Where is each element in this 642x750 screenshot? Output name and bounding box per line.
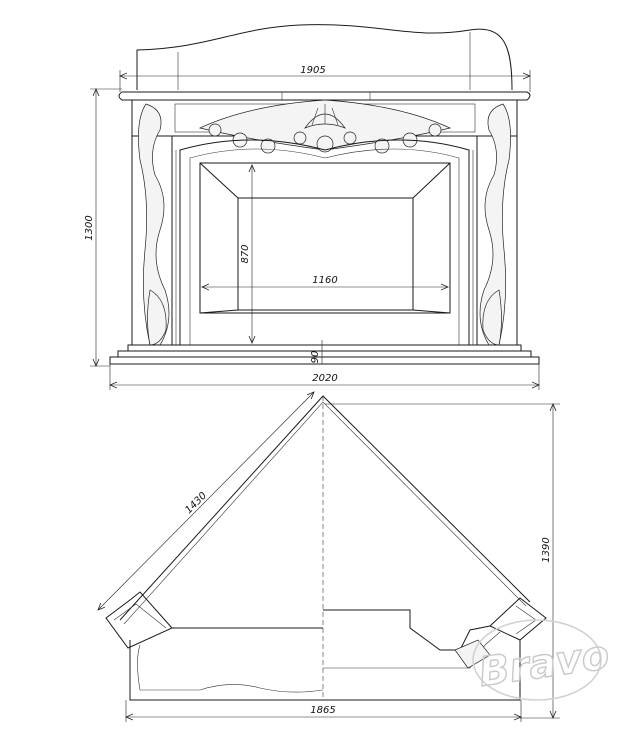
dim-label-1865: 1865: [310, 705, 335, 716]
dim-label-90: 90: [310, 351, 321, 364]
dimension-width-top: 1905: [120, 65, 530, 92]
backdrop-outline: [136, 24, 513, 91]
front-view: 1905: [84, 24, 540, 390]
dimension-opening-width: 1160: [202, 275, 448, 287]
right-pilaster: [468, 100, 518, 346]
dim-label-870: 870: [240, 244, 251, 263]
dim-label-1160: 1160: [312, 275, 337, 286]
plinth: [109, 344, 540, 365]
carved-garland: [198, 99, 452, 154]
dim-label-1390: 1390: [541, 537, 552, 562]
bravo-watermark: Bravo: [472, 619, 613, 701]
dimension-opening-height: 870: [240, 165, 252, 343]
firebox: [199, 162, 451, 314]
dim-label-1300: 1300: [84, 215, 95, 240]
dimension-base-height: 90: [310, 340, 326, 365]
dimension-width-base: 2020: [110, 364, 539, 390]
opening-frame: [179, 139, 470, 345]
dimension-width: 1865: [126, 700, 521, 722]
mantel-shelf: [118, 91, 531, 101]
dim-label-1430: 1430: [183, 490, 209, 516]
dim-label-1905: 1905: [300, 65, 325, 76]
watermark-text: Bravo: [476, 632, 612, 696]
dimension-height-total: 1300: [84, 89, 122, 366]
top-view: 1430 1390 1865: [98, 392, 560, 722]
dimension-diagonal: 1430: [98, 392, 314, 610]
left-pilaster: [131, 100, 181, 346]
dimension-depth: 1390: [325, 404, 560, 718]
top-outline: [119, 395, 531, 621]
dim-label-2020: 2020: [312, 373, 337, 384]
